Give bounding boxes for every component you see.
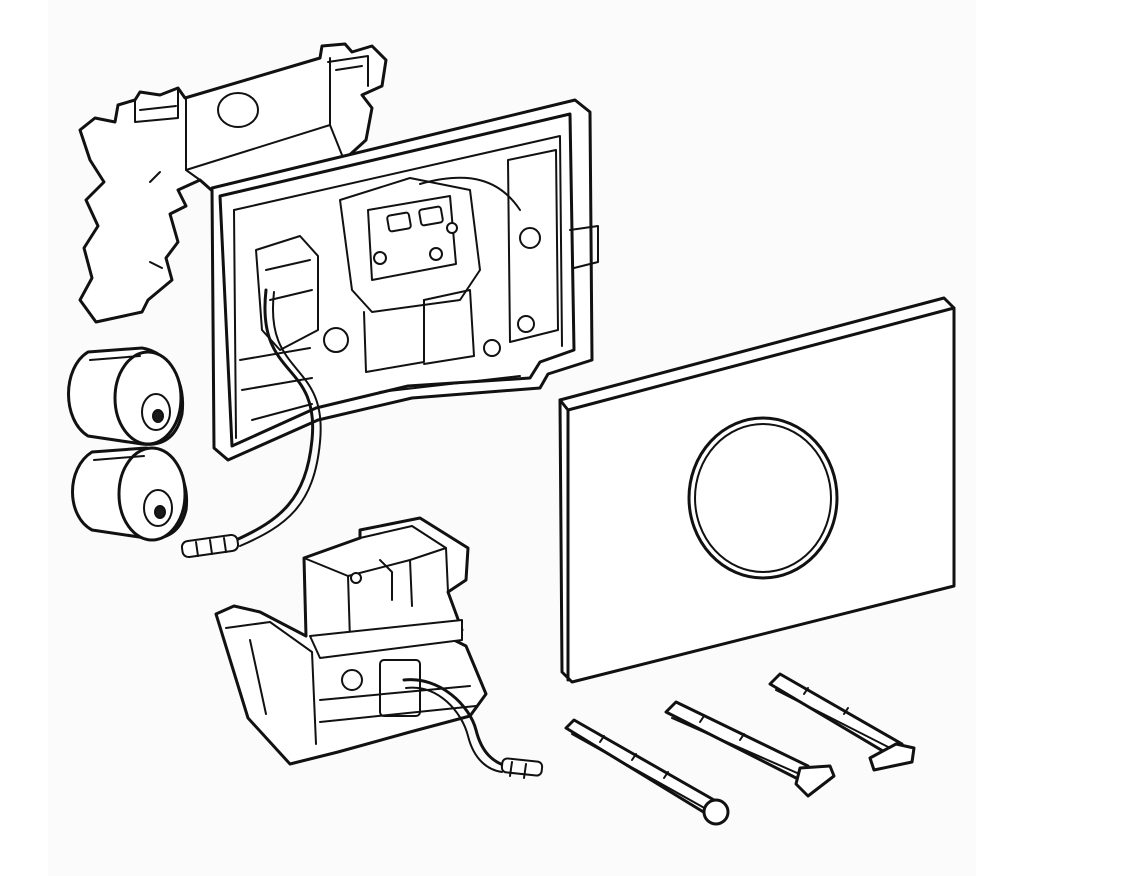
battery-cylinder [71,446,189,542]
control-module-bracket [214,516,488,766]
connection-cable [180,288,322,559]
flush-plate-mounting-frame [210,98,599,462]
actuation-rod [564,718,730,826]
touchless-actuation-plate [558,296,956,684]
actuation-rod [768,672,916,772]
battery-cylinder [67,346,185,446]
cover-hole [217,92,259,128]
actuation-rod [664,700,836,798]
module-connection-cable [402,678,544,779]
sensor-ring-icon [687,416,839,580]
